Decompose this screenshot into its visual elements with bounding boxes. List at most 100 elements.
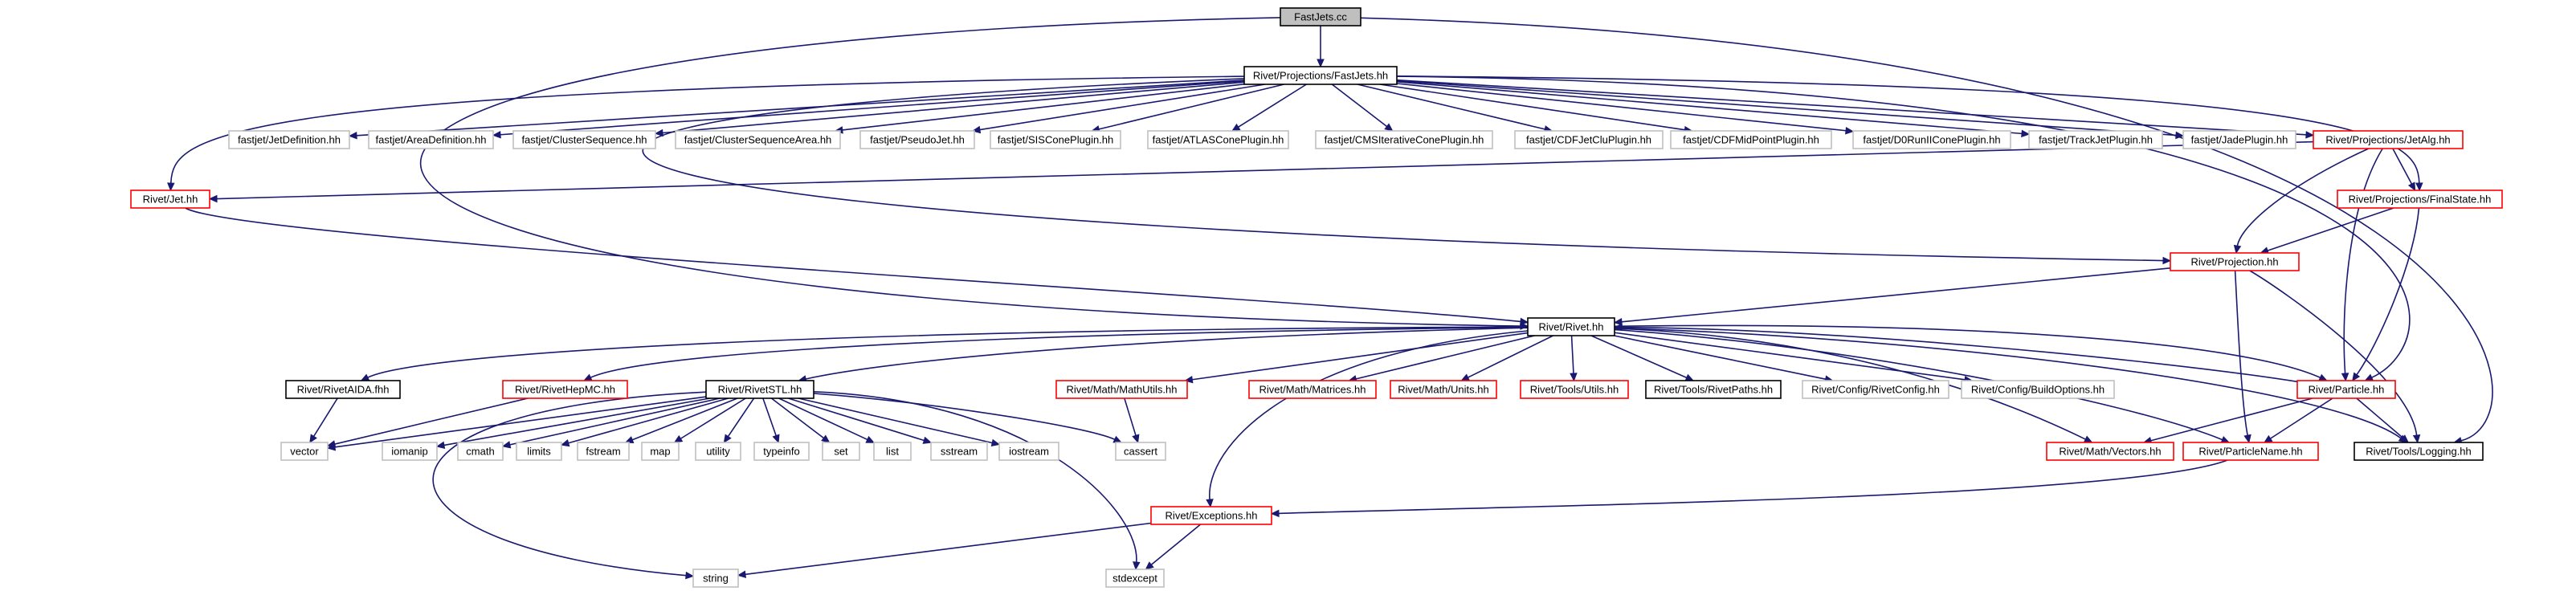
arrowhead-string — [737, 570, 747, 579]
node-box — [1670, 130, 1832, 149]
node-box — [1852, 130, 2011, 149]
arrowhead-jetalg — [2305, 131, 2315, 139]
node-finalstate[interactable]: Rivet/Projections/FinalState.hh — [2337, 190, 2503, 209]
node-box — [990, 130, 1121, 149]
node-map: map — [641, 442, 680, 461]
node-box[interactable] — [2046, 442, 2174, 461]
node-label: FastJets.cc — [1294, 11, 1347, 23]
node-label: utility — [706, 446, 730, 458]
node-label: string — [703, 573, 729, 585]
node-label: fastjet/D0RunIIConePlugin.hh — [1863, 134, 2000, 146]
node-box[interactable] — [1520, 380, 1629, 399]
include-edge-rivet-to-rivetaida — [367, 326, 1529, 378]
node-box[interactable] — [1150, 506, 1272, 525]
node-label: fastjet/ClusterSequenceArea.hh — [684, 134, 832, 146]
node-box — [1115, 442, 1166, 461]
node-label: Rivet/Config/BuildOptions.hh — [1971, 384, 2104, 396]
node-projection[interactable]: Rivet/Projection.hh — [2170, 252, 2300, 271]
node-box[interactable] — [2337, 190, 2503, 209]
node-label: fastjet/ATLASConePlugin.hh — [1153, 134, 1284, 146]
include-edge-rivet-to-exceptions — [1209, 330, 1529, 500]
arrowhead-units — [1460, 373, 1471, 381]
node-proj_fastjets[interactable]: Rivet/Projections/FastJets.hh — [1243, 66, 1398, 85]
node-matrices[interactable]: Rivet/Math/Matrices.hh — [1248, 380, 1377, 399]
include-edge-projection-to-particlename — [2234, 270, 2248, 436]
node-exceptions[interactable]: Rivet/Exceptions.hh — [1150, 506, 1272, 525]
node-fastjets_cc[interactable]: FastJets.cc — [1280, 7, 1361, 26]
node-box[interactable] — [502, 380, 628, 399]
node-utility: utility — [695, 442, 741, 461]
node-particle[interactable]: Rivet/Particle.hh — [2296, 380, 2396, 399]
node-logging[interactable]: Rivet/Tools/Logging.hh — [2354, 442, 2484, 461]
arrowhead-rivet — [1520, 317, 1529, 326]
node-box[interactable] — [1527, 317, 1615, 336]
node-box[interactable] — [1390, 380, 1497, 399]
node-rivetconfig: Rivet/Config/RivetConfig.hh — [1802, 380, 1949, 399]
node-units[interactable]: Rivet/Math/Units.hh — [1390, 380, 1497, 399]
node-box[interactable] — [2313, 130, 2464, 149]
node-box[interactable] — [2182, 442, 2319, 461]
node-clusterseq: fastjet/ClusterSequence.hh — [512, 130, 656, 149]
include-edge-jetalg-to-projection — [2236, 148, 2370, 247]
include-edge-jet-to-rivet — [185, 207, 1521, 323]
node-label: fastjet/SISConePlugin.hh — [998, 134, 1114, 146]
node-list: list — [873, 442, 912, 461]
arrowhead-areadef — [492, 130, 501, 139]
node-rivet[interactable]: Rivet/Rivet.hh — [1527, 317, 1615, 336]
node-particlename[interactable]: Rivet/ParticleName.hh — [2182, 442, 2319, 461]
node-toolsutils[interactable]: Rivet/Tools/Utils.hh — [1520, 380, 1629, 399]
include-edge-rivet-to-units — [1468, 335, 1553, 378]
node-label: stdexcept — [1112, 573, 1157, 585]
arrowhead-iostream — [990, 438, 1001, 447]
include-edge-rivet-to-buildoptions — [1614, 332, 1966, 381]
node-label: cassert — [1124, 446, 1157, 458]
include-edge-rivetstl-to-stdexcept — [813, 391, 1137, 563]
arrowhead-particle — [2364, 373, 2374, 381]
include-edge-proj_fastjets-to-jetalg — [1396, 79, 2307, 136]
node-jetalg[interactable]: Rivet/Projections/JetAlg.hh — [2313, 130, 2464, 149]
node-clusterseqarea: fastjet/ClusterSequenceArea.hh — [675, 130, 841, 149]
node-sstream: sstream — [930, 442, 988, 461]
node-buildoptions: Rivet/Config/BuildOptions.hh — [1961, 380, 2115, 399]
node-box[interactable] — [285, 380, 401, 399]
node-box[interactable] — [130, 190, 210, 209]
node-jade: fastjet/JadePlugin.hh — [2182, 130, 2296, 149]
include-edge-proj_fastjets-to-jetdef — [356, 79, 1245, 137]
node-label: Rivet/Rivet.hh — [1539, 321, 1604, 333]
include-edge-proj_fastjets-to-cdfjetclu — [1357, 84, 1545, 130]
node-box — [2182, 130, 2296, 149]
node-box[interactable] — [1280, 7, 1361, 26]
include-edge-proj_fastjets-to-jet — [169, 75, 1245, 184]
include-edge-rivetstl-to-list — [778, 397, 868, 441]
include-edge-rivetstl-to-map — [680, 397, 746, 439]
node-box — [695, 442, 741, 461]
node-box[interactable] — [1055, 380, 1188, 399]
arrowhead-string — [685, 571, 695, 580]
node-box[interactable] — [2296, 380, 2396, 399]
node-box — [577, 442, 630, 461]
arrowhead-jade — [2175, 131, 2185, 140]
node-rivetstl[interactable]: Rivet/RivetSTL.hh — [705, 380, 814, 399]
node-box[interactable] — [1645, 380, 1782, 399]
node-rivetaida[interactable]: Rivet/RivetAIDA.fhh — [285, 380, 401, 399]
node-label: fastjet/PseudoJet.hh — [870, 134, 965, 146]
include-edge-proj_fastjets-to-areadef — [500, 80, 1245, 136]
node-jet[interactable]: Rivet/Jet.hh — [130, 190, 210, 209]
arrowhead-jet — [167, 182, 175, 192]
node-box — [280, 442, 329, 461]
node-iostream: iostream — [998, 442, 1059, 461]
arrowhead-particlename — [2243, 434, 2251, 444]
dependency-edges — [167, 17, 2493, 580]
node-box[interactable] — [2354, 442, 2484, 461]
node-rivetpaths[interactable]: Rivet/Tools/RivetPaths.hh — [1645, 380, 1782, 399]
node-box[interactable] — [2170, 252, 2300, 271]
node-vectors[interactable]: Rivet/Math/Vectors.hh — [2046, 442, 2174, 461]
node-box[interactable] — [1248, 380, 1377, 399]
node-rivethepmc[interactable]: Rivet/RivetHepMC.hh — [502, 380, 628, 399]
node-iomanip: iomanip — [382, 442, 438, 461]
node-box[interactable] — [705, 380, 814, 399]
node-areadef: fastjet/AreaDefinition.hh — [368, 130, 494, 149]
node-mathutils[interactable]: Rivet/Math/MathUtils.hh — [1055, 380, 1188, 399]
include-edge-exceptions-to-stdexcept — [1150, 524, 1202, 565]
node-box[interactable] — [1243, 66, 1398, 85]
